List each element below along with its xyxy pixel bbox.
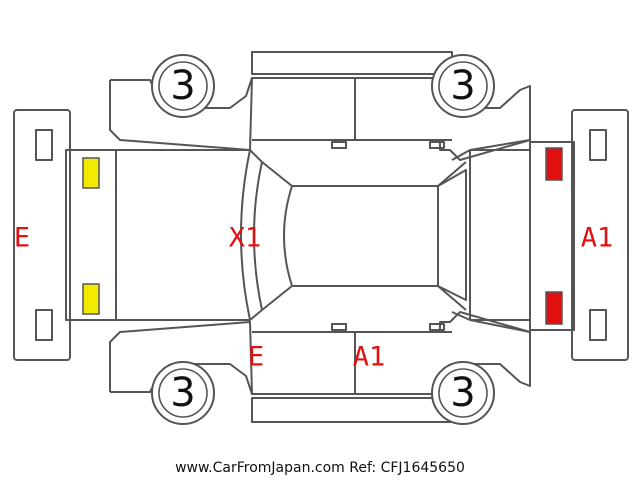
rear-bumper — [13, 109, 71, 361]
code-rear-bumper: E — [14, 223, 30, 254]
watermark-text: www.CarFromJapan.com Ref: CFJ1645650 — [175, 460, 465, 476]
wheel-rear-left-grade: 3 — [170, 63, 195, 109]
rear-light-right — [82, 283, 100, 315]
wheel-front-left: 3 — [431, 54, 495, 118]
front-light-right — [545, 291, 563, 325]
wheel-rear-right-grade: 3 — [170, 370, 195, 416]
car-top-view — [65, 139, 575, 333]
left-side-rail — [251, 51, 453, 75]
wheel-front-left-grade: 3 — [450, 63, 475, 109]
code-front-bumper: A1 — [581, 223, 614, 254]
code-front-left-door: A1 — [353, 342, 386, 373]
front-light-left — [545, 147, 563, 181]
wheel-front-right-grade: 3 — [450, 370, 475, 416]
code-rear-roof: X1 — [229, 223, 262, 254]
right-side-rail — [251, 397, 453, 423]
wheel-rear-left: 3 — [151, 54, 215, 118]
wheel-rear-right: 3 — [151, 361, 215, 425]
code-rear-left-door: E — [248, 342, 264, 373]
front-bumper — [571, 109, 629, 361]
wheel-front-right: 3 — [431, 361, 495, 425]
rear-light-left — [82, 157, 100, 189]
